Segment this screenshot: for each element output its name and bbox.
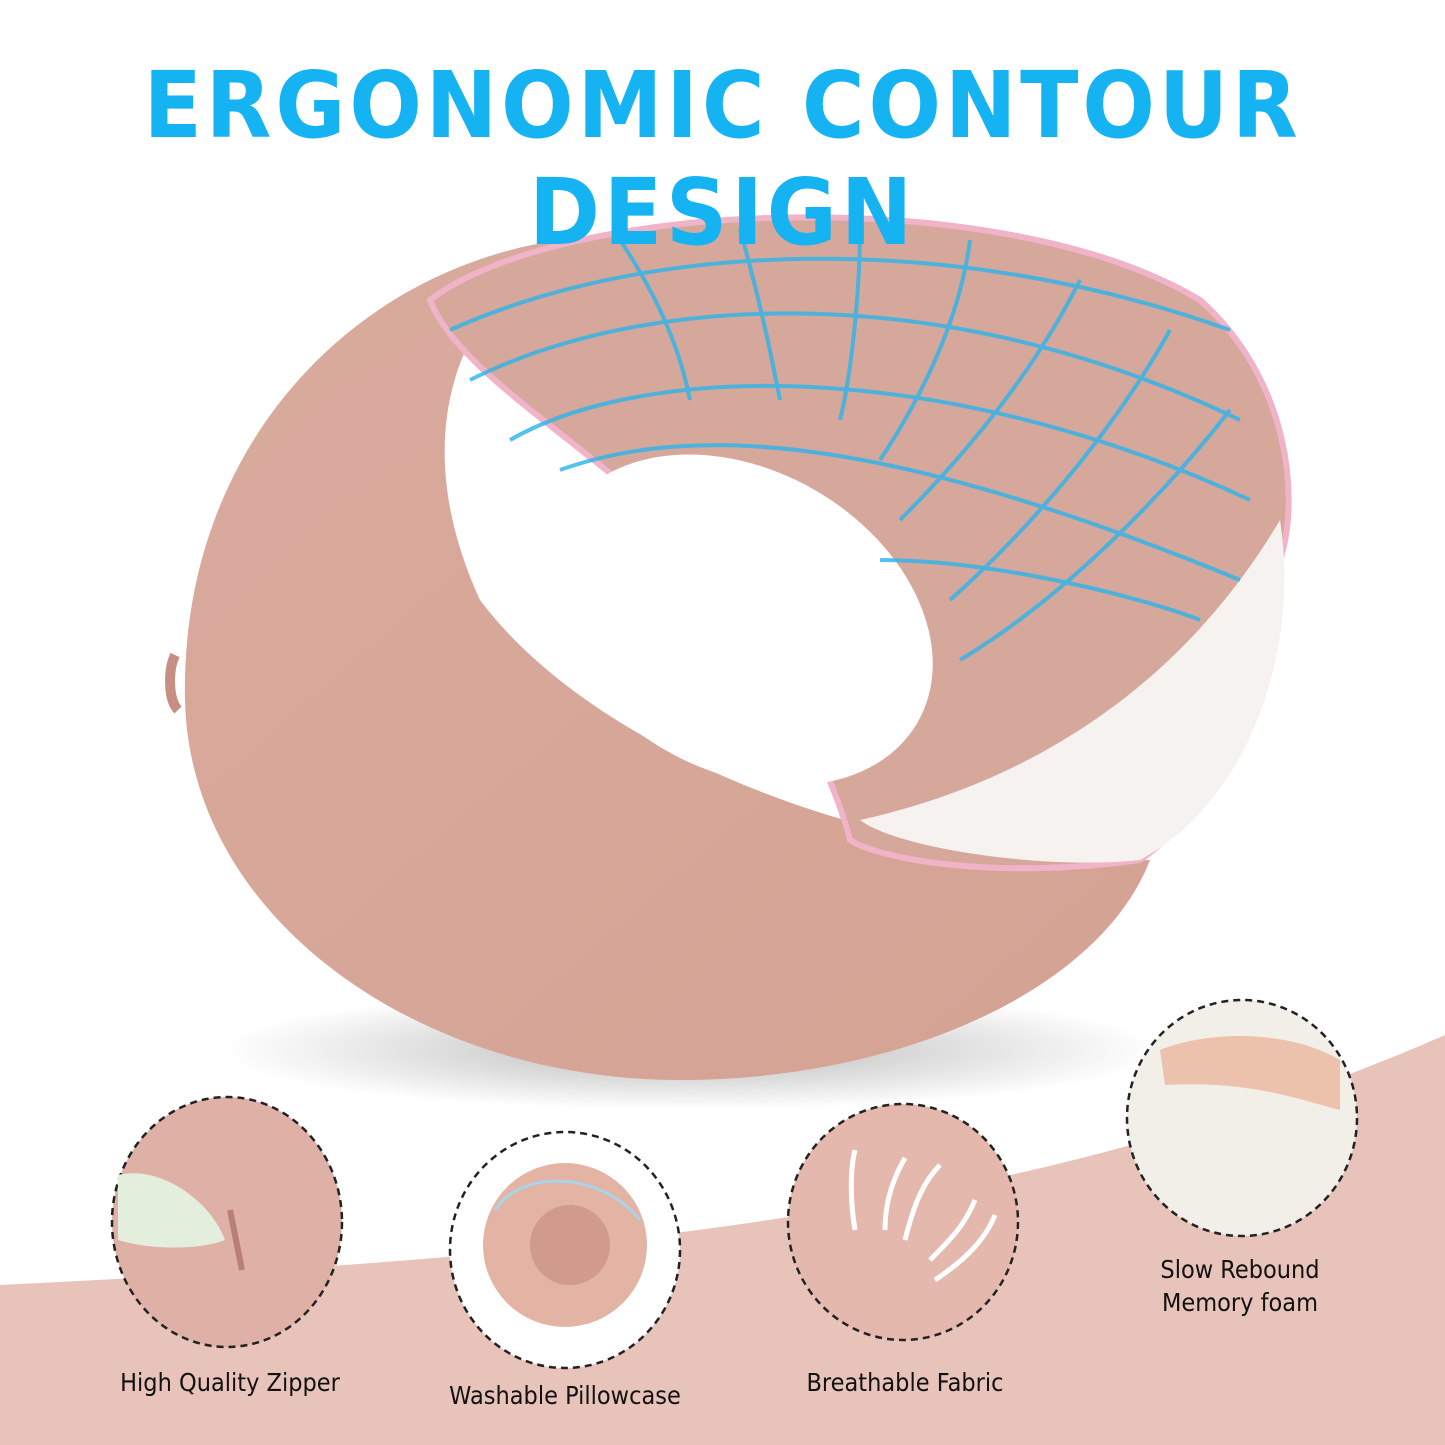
feature-label-memory-foam-line1: Slow Rebound bbox=[1160, 1255, 1320, 1284]
feature-label-memory-foam-line2: Memory foam bbox=[1161, 1288, 1319, 1317]
zipper-pull-icon bbox=[165, 652, 183, 714]
contour-grid-lines bbox=[449, 224, 1251, 662]
feature-circle-zipper bbox=[110, 1095, 344, 1349]
feature-circle-memory-foam bbox=[1125, 998, 1359, 1238]
pillow bbox=[165, 214, 1292, 1080]
headline: ERGONOMIC CONTOUR DESIGN bbox=[143, 52, 1302, 266]
feature-circle-breathable bbox=[786, 1102, 1020, 1342]
background-band bbox=[0, 1035, 1445, 1445]
feature-label-washable: Washable Pillowcase bbox=[449, 1381, 681, 1410]
hand-icon bbox=[1160, 1036, 1340, 1110]
feature-label-zipper: High Quality Zipper bbox=[120, 1368, 340, 1397]
feature-circle-washable bbox=[448, 1130, 682, 1370]
feature-label-breathable: Breathable Fabric bbox=[806, 1368, 1004, 1397]
airflow-arrows-icon bbox=[848, 1149, 998, 1283]
